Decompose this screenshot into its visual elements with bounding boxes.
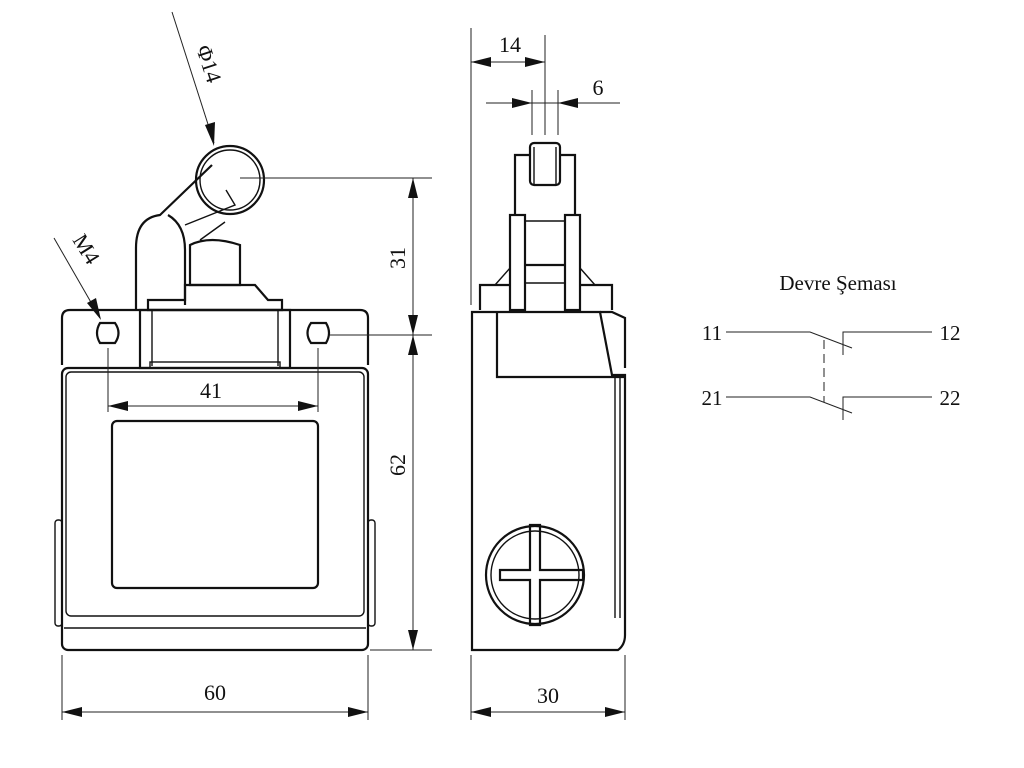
terminal-12: 12 [940,321,961,345]
terminal-11: 11 [702,321,722,345]
side-view [470,141,627,652]
plunger [188,238,242,287]
dim-hole-spacing-label: 41 [200,378,222,403]
dim-roller-diameter-label: Φ14 [191,42,227,86]
terminal-21: 21 [702,386,723,410]
dim-depth-label: 30 [537,683,559,708]
side-body [470,310,627,652]
mounting-hole-left [95,321,120,345]
roller [194,144,266,216]
dim-thread-label: M4 [68,229,105,268]
side-dimensions: 14 6 30 [470,28,626,720]
dim-roller-offset-label: 14 [499,32,521,57]
front-view [54,144,376,652]
dim-width-label: 60 [204,680,226,705]
side-tab-right [367,519,376,627]
dim-body-height-label: 62 [385,454,410,476]
lever-arm [134,164,213,310]
mounting-hole-right [306,321,331,345]
side-roller [528,141,562,187]
terminal-22: 22 [940,386,961,410]
front-cover [110,419,320,590]
cross-slot [498,523,585,627]
circuit-title: Devre Şeması [779,271,896,295]
side-tab-left [54,519,63,627]
switch-body [60,366,370,652]
circuit-diagram: Devre Şeması 11 12 21 22 [702,271,961,420]
dim-roller-width-label: 6 [593,75,604,100]
dim-actuator-height-label: 31 [385,247,410,269]
